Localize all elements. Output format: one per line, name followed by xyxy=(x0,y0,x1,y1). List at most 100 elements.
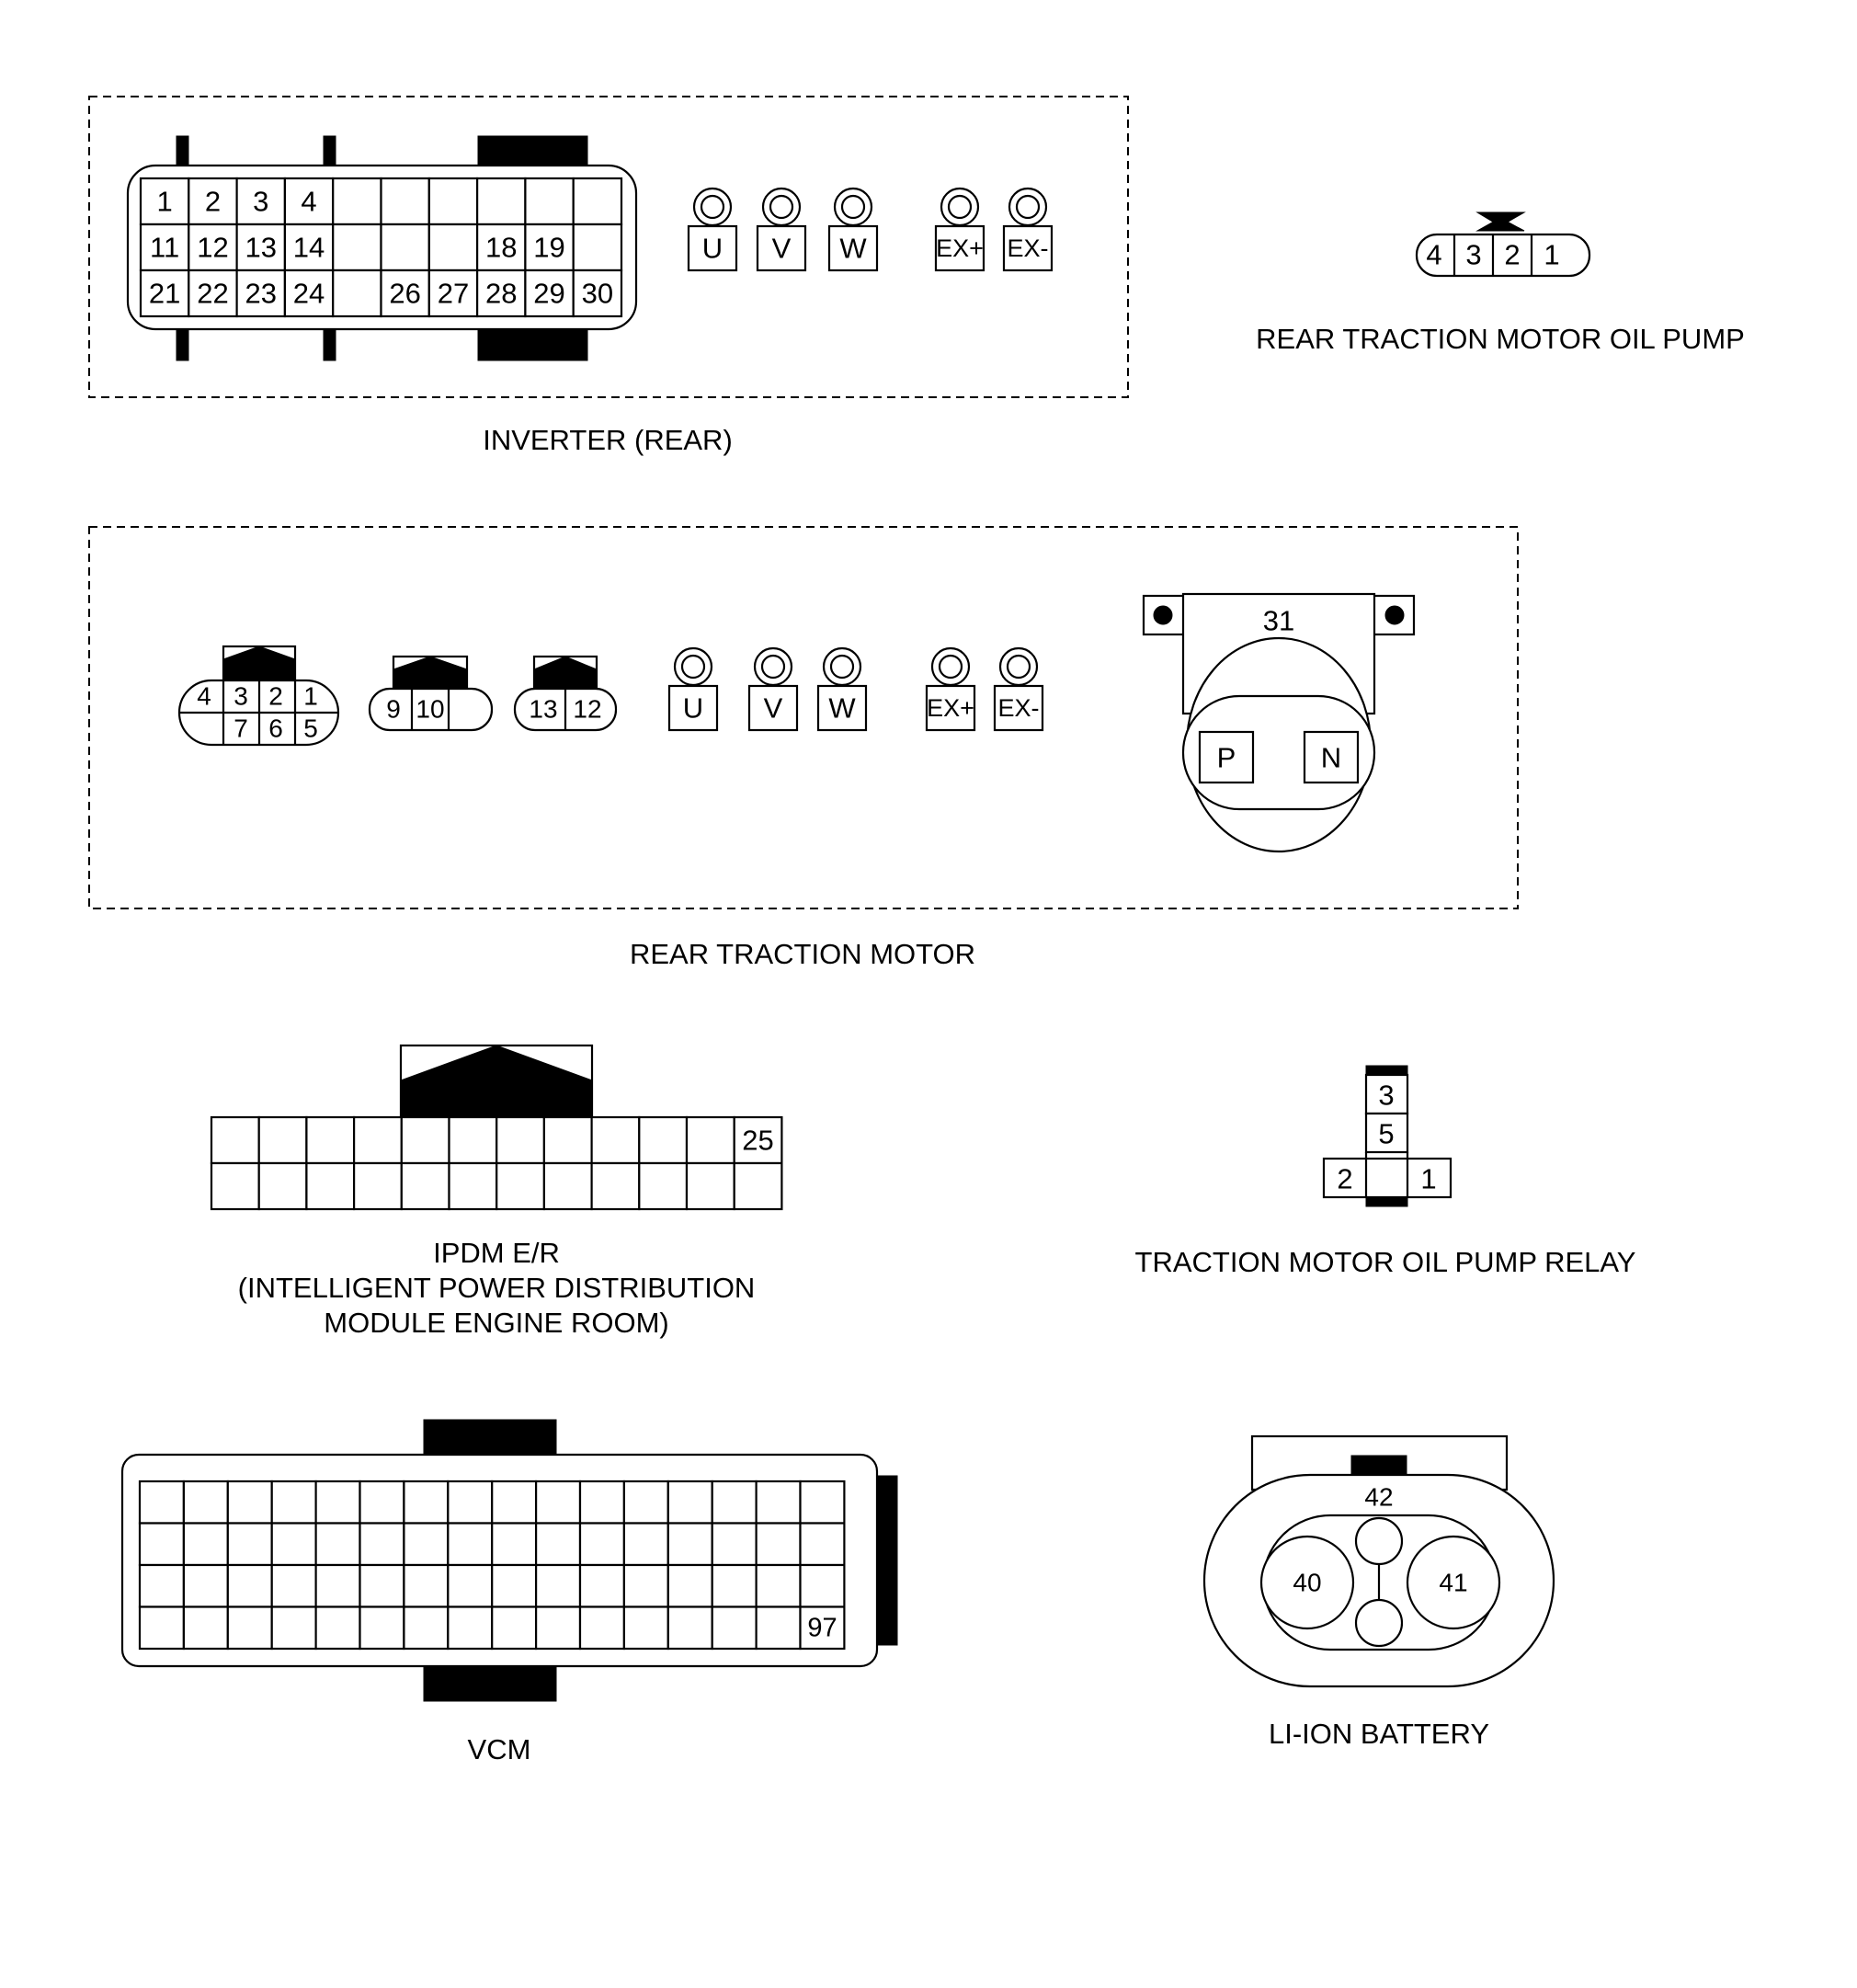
ipdm-pin-cell xyxy=(210,1161,260,1211)
inverter-pin-3: 3 xyxy=(253,186,268,218)
motor-terminal-explus: EX+ xyxy=(927,694,974,722)
inverter-pin-cell xyxy=(235,223,287,272)
vcm-pin-cell xyxy=(182,1605,229,1651)
motor-terminal-box xyxy=(816,684,868,732)
inverter-terminal-box xyxy=(934,224,985,272)
ipdm-pin-cell xyxy=(305,1161,356,1211)
vcm-key-block xyxy=(423,1663,557,1702)
vcm-pin-cell xyxy=(270,1605,317,1651)
motor-conn-b-body xyxy=(368,687,494,732)
motor-sensor-p-label: P xyxy=(1217,742,1236,774)
motor-terminal-ring xyxy=(760,654,786,680)
relay-pin-3: 3 xyxy=(1378,1080,1394,1112)
battery-pin-42-label: 42 xyxy=(1364,1483,1393,1512)
motor-terminal-ring xyxy=(829,654,855,680)
vcm-pin-cell xyxy=(226,1563,273,1608)
vcm-pin-cell xyxy=(182,1480,229,1525)
inverter-pin-cell xyxy=(380,177,430,226)
motor-terminal-ring xyxy=(998,646,1039,687)
vcm-pin-cell xyxy=(578,1480,626,1525)
inverter-pin-cell xyxy=(524,268,575,318)
motor-terminal-ring xyxy=(822,646,862,687)
inverter-pin-18: 18 xyxy=(485,232,517,264)
vcm-pin-97: 97 xyxy=(807,1613,837,1642)
battery-small-pin xyxy=(1354,1516,1404,1566)
motor-sensor-bolt xyxy=(1384,605,1405,625)
motor-terminal-u: U xyxy=(683,692,703,725)
vcm-pin-cell xyxy=(799,1522,846,1567)
motor-terminal-ring xyxy=(1006,654,1031,680)
motor-label: REAR TRACTION MOTOR xyxy=(630,938,975,970)
ipdm-pin-cell xyxy=(638,1161,689,1211)
motor-terminal-box xyxy=(993,684,1044,732)
vcm-pin-cell xyxy=(799,1605,846,1651)
vcm-pin-cell xyxy=(359,1605,405,1651)
vcm-pin-cell xyxy=(491,1605,538,1651)
inverter-pin-cell xyxy=(572,268,623,318)
vcm-key-block xyxy=(423,1419,557,1457)
inverter-key-block xyxy=(477,135,588,168)
inverter-pin-cell xyxy=(572,223,623,272)
motor-conn-b-pin-10: 10 xyxy=(416,695,444,724)
vcm-pin-cell xyxy=(534,1605,582,1651)
ipdm-pin-cell xyxy=(590,1161,641,1211)
motor-sensor-pin-label: 31 xyxy=(1263,605,1294,637)
inverter-terminal-box xyxy=(1002,224,1054,272)
battery-group: 42 40 41 LI-ION BATTERY xyxy=(1202,1434,1555,1750)
vcm-pin-cell xyxy=(403,1563,450,1608)
ipdm-pin-cell xyxy=(448,1115,498,1165)
vcm-pin-cell xyxy=(270,1563,317,1608)
motor-terminal-ring xyxy=(680,654,706,680)
relay-pin-1: 1 xyxy=(1420,1163,1436,1195)
motor-dashed-frame xyxy=(88,526,1519,909)
inverter-pin-cell xyxy=(283,223,335,272)
ipdm-pin-cell xyxy=(496,1115,546,1165)
inverter-terminal-ring xyxy=(769,194,794,220)
vcm-pin-cell xyxy=(711,1522,758,1567)
ipdm-label-line-1: IPDM E/R xyxy=(433,1237,560,1269)
vcm-pin-cell xyxy=(666,1522,713,1567)
inverter-pin-cell xyxy=(475,268,527,318)
motor-terminal-box xyxy=(747,684,799,732)
ipdm-pin-cell xyxy=(733,1115,783,1165)
battery-pin-40-label: 40 xyxy=(1293,1569,1321,1597)
vcm-pin-cell xyxy=(359,1480,405,1525)
relay-label: TRACTION MOTOR OIL PUMP RELAY xyxy=(1135,1246,1636,1278)
inverter-terminal-v: V xyxy=(772,233,792,265)
oil-pump-pin-2: 2 xyxy=(1504,239,1520,271)
inverter-terminal-explus: EX+ xyxy=(936,234,984,262)
inverter-pin-26: 26 xyxy=(389,278,420,310)
ipdm-pin-cell xyxy=(353,1161,403,1211)
motor-conn-a-pin-7: 7 xyxy=(234,714,248,743)
vcm-pin-cell xyxy=(314,1480,361,1525)
inverter-pin-19: 19 xyxy=(533,232,564,264)
vcm-pin-cell xyxy=(711,1605,758,1651)
vcm-pin-cell xyxy=(755,1522,802,1567)
motor-conn-c-pin-12: 12 xyxy=(573,695,601,724)
vcm-pin-cell xyxy=(622,1563,669,1608)
vcm-pin-cell xyxy=(666,1480,713,1525)
vcm-pin-cell xyxy=(578,1522,626,1567)
inverter-label: INVERTER (REAR) xyxy=(483,424,733,456)
motor-sensor-n-terminal xyxy=(1303,730,1360,784)
inverter-terminal-ring xyxy=(1015,194,1041,220)
inverter-pin-2: 2 xyxy=(205,186,221,218)
inverter-pin-cell xyxy=(524,177,575,226)
vcm-pin-cell xyxy=(491,1563,538,1608)
vcm-pin-cell xyxy=(359,1563,405,1608)
motor-conn-a-pin-4: 4 xyxy=(197,682,211,711)
vcm-label: VCM xyxy=(468,1733,531,1765)
ipdm-pin-cell xyxy=(685,1161,735,1211)
ipdm-pin-cell xyxy=(400,1115,450,1165)
inverter-pin-13: 13 xyxy=(245,232,277,264)
inverter-terminal-box xyxy=(756,224,807,272)
vcm-pin-cell xyxy=(711,1563,758,1608)
battery-pin-41-label: 41 xyxy=(1439,1569,1467,1597)
ipdm-pin-grid: 25 xyxy=(210,1115,783,1211)
inverter-pin-1: 1 xyxy=(157,186,173,218)
